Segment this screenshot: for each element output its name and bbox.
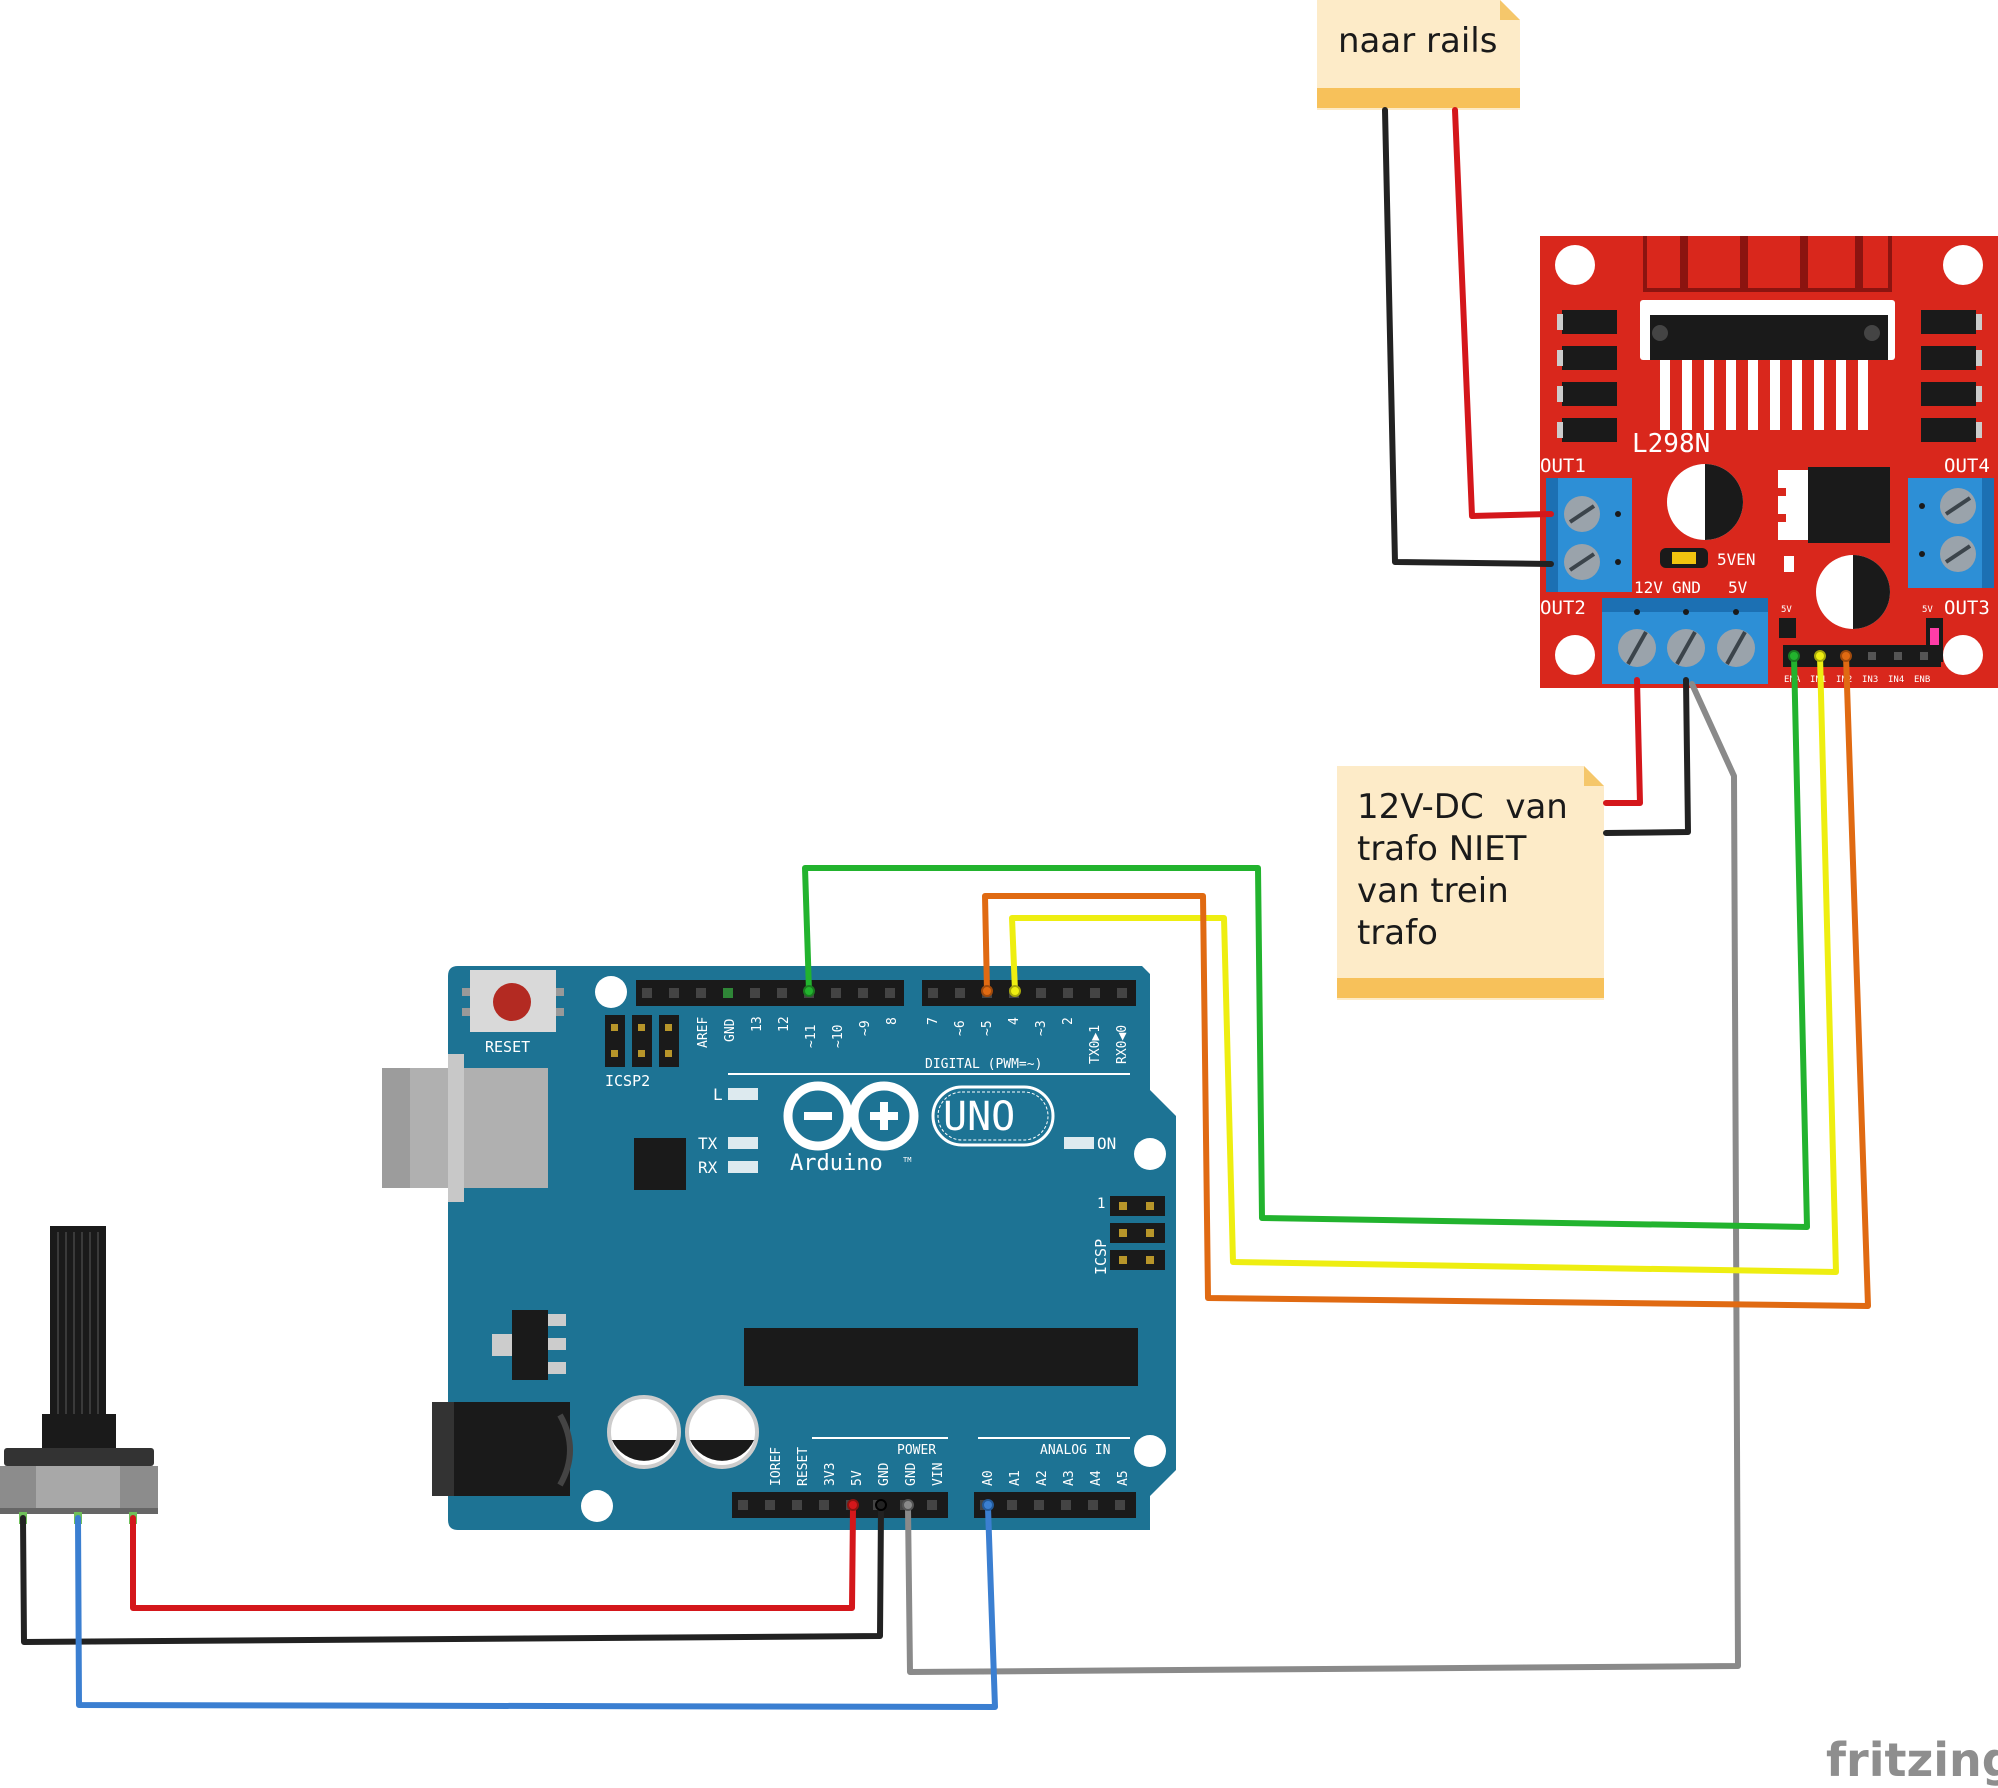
pin-8: 8 <box>885 1017 900 1025</box>
pin-7: 7 <box>926 1017 941 1025</box>
fritzing-watermark: fritzing <box>1826 1733 1998 1787</box>
note-supply-line-2: trafo NIET <box>1357 829 1527 869</box>
wire-12v-black <box>1603 677 1691 836</box>
pin-ioref: IOREF <box>769 1447 784 1486</box>
l298n-pin-enb: ENB <box>1914 675 1930 685</box>
pin-3: ~3 <box>1034 1020 1049 1036</box>
pin-gnd-digital: GND <box>723 1018 738 1042</box>
pin-a5: A5 <box>1116 1470 1131 1486</box>
arduino-analog-title: ANALOG IN <box>1040 1443 1110 1458</box>
arduino-led-rx: RX <box>698 1158 718 1177</box>
pin-a0: A0 <box>981 1470 996 1486</box>
l298n-jumper-label: 5VEN <box>1717 550 1756 569</box>
wires <box>20 107 1871 1710</box>
pin-9: ~9 <box>858 1020 873 1036</box>
arduino-model: UNO <box>943 1094 1015 1140</box>
pin-3v3: 3V3 <box>823 1463 838 1486</box>
l298n-terminal-out1-out2 <box>1546 478 1632 592</box>
pin-5v: 5V <box>850 1470 865 1486</box>
potentiometer <box>0 1226 158 1524</box>
pin-a3: A3 <box>1062 1470 1077 1486</box>
pin-6: ~6 <box>953 1020 968 1036</box>
pin-aref: AREF <box>696 1017 711 1048</box>
pin-2: 2 <box>1061 1017 1076 1025</box>
arduino-tm: TM <box>903 1156 911 1164</box>
l298n-power-terminal <box>1602 598 1768 684</box>
wire-in2-orange <box>982 653 1871 1309</box>
note-supply: 12V-DC van trafo NIET van trein trafo <box>1337 766 1604 1000</box>
pin-vin: VIN <box>931 1463 946 1486</box>
wire-12v-red <box>1603 677 1643 806</box>
arduino-icsp2-label: ICSP2 <box>605 1072 650 1090</box>
wire-pot-black <box>20 1505 884 1645</box>
arduino-led-tx: TX <box>698 1134 718 1153</box>
l298n-power-5v: 5V <box>1728 578 1748 597</box>
l298n-pin-5v-left: 5V <box>1781 605 1792 615</box>
pin-13: 13 <box>750 1016 765 1032</box>
wire-rails-red <box>1452 107 1554 519</box>
arduino-reset-label: RESET <box>485 1038 530 1056</box>
l298n-power-gnd: GND <box>1672 578 1701 597</box>
l298n-terminal-out3-out4 <box>1908 478 1994 588</box>
pin-a4: A4 <box>1089 1470 1104 1486</box>
l298n-out1-label: OUT1 <box>1540 455 1586 477</box>
wire-ena-green <box>802 653 1810 1230</box>
arduino-icsp-label: ICSP <box>1092 1239 1110 1275</box>
arduino-digital-title: DIGITAL (PWM=~) <box>925 1057 1042 1072</box>
arduino-icsp-pin1: 1 <box>1097 1196 1105 1212</box>
wire-rails-black <box>1382 107 1554 567</box>
l298n-pin-in3: IN3 <box>1862 675 1878 685</box>
pin-rx0: RX0◀0 <box>1115 1025 1130 1064</box>
note-supply-line-4: trafo <box>1357 913 1438 953</box>
l298n-board: L298N 5VEN OUT1 OUT2 <box>1540 236 1998 688</box>
note-rails: naar rails <box>1317 0 1520 110</box>
pin-4: 4 <box>1007 1017 1022 1025</box>
wire-pot-blue <box>75 1505 998 1710</box>
wire-in1-yellow <box>1009 653 1839 1275</box>
arduino-led-l: L <box>713 1085 723 1104</box>
pin-11: ~11 <box>804 1025 819 1048</box>
pin-5: ~5 <box>980 1020 995 1036</box>
pin-gnd-1: GND <box>877 1462 892 1486</box>
note-supply-line-1: 12V-DC van <box>1357 787 1568 827</box>
arduino-logo <box>783 1081 1055 1151</box>
arduino-power-title: POWER <box>897 1443 936 1458</box>
pin-a1: A1 <box>1008 1470 1023 1486</box>
l298n-out3-label: OUT3 <box>1944 597 1990 619</box>
note-rails-line: naar rails <box>1338 21 1497 61</box>
pin-reset-power: RESET <box>796 1447 811 1486</box>
l298n-power-12v: 12V <box>1634 578 1663 597</box>
l298n-pin-in4: IN4 <box>1888 675 1904 685</box>
pin-12: 12 <box>777 1016 792 1032</box>
arduino-led-on: ON <box>1097 1134 1116 1153</box>
l298n-chip-label: L298N <box>1632 429 1710 459</box>
wire-gnd-gray <box>905 681 1741 1675</box>
pin-a2: A2 <box>1035 1470 1050 1486</box>
pin-gnd-2: GND <box>904 1462 919 1486</box>
note-supply-line-3: van trein <box>1357 871 1509 911</box>
wire-pot-red <box>130 1505 856 1611</box>
pin-10: ~10 <box>831 1025 846 1048</box>
pin-tx0: TX0▶1 <box>1088 1025 1103 1064</box>
l298n-out4-label: OUT4 <box>1944 455 1990 477</box>
arduino-uno-board: RESET ICSP2 AREF GND 1 <box>382 966 1176 1530</box>
arduino-brand: Arduino <box>790 1151 883 1176</box>
l298n-out2-label: OUT2 <box>1540 597 1586 619</box>
l298n-pin-5v-right: 5V <box>1922 605 1933 615</box>
